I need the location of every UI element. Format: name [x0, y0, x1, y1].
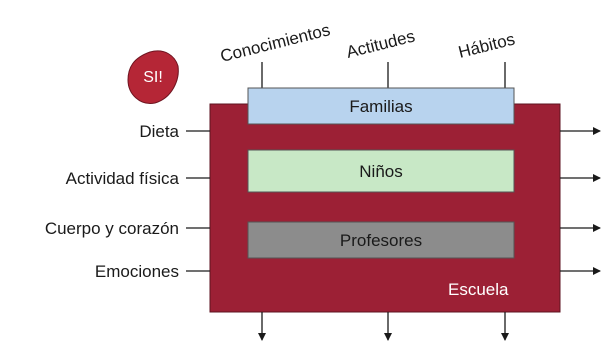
left-label-actividad-fisica: Actividad física: [66, 169, 180, 188]
left-label-emociones: Emociones: [95, 262, 179, 281]
box-profesores-label: Profesores: [340, 231, 422, 250]
box-ninos-label: Niños: [359, 162, 402, 181]
school-container: [209, 103, 561, 313]
box-familias-label: Familias: [349, 97, 412, 116]
left-label-cuerpo-corazon: Cuerpo y corazón: [45, 219, 179, 238]
top-label-actitudes: Actitudes: [344, 27, 416, 62]
top-label-conocimientos: Conocimientos: [218, 20, 332, 66]
box-profesores: [247, 221, 515, 259]
badge-text: SI!: [143, 69, 163, 86]
badge-shape: [127, 50, 179, 104]
school-label: Escuela: [448, 280, 509, 299]
top-label-habitos: Hábitos: [456, 30, 517, 62]
left-label-dieta: Dieta: [139, 122, 179, 141]
box-ninos: [247, 149, 515, 193]
box-familias: [247, 87, 515, 125]
si-badge: SI!: [127, 50, 179, 104]
